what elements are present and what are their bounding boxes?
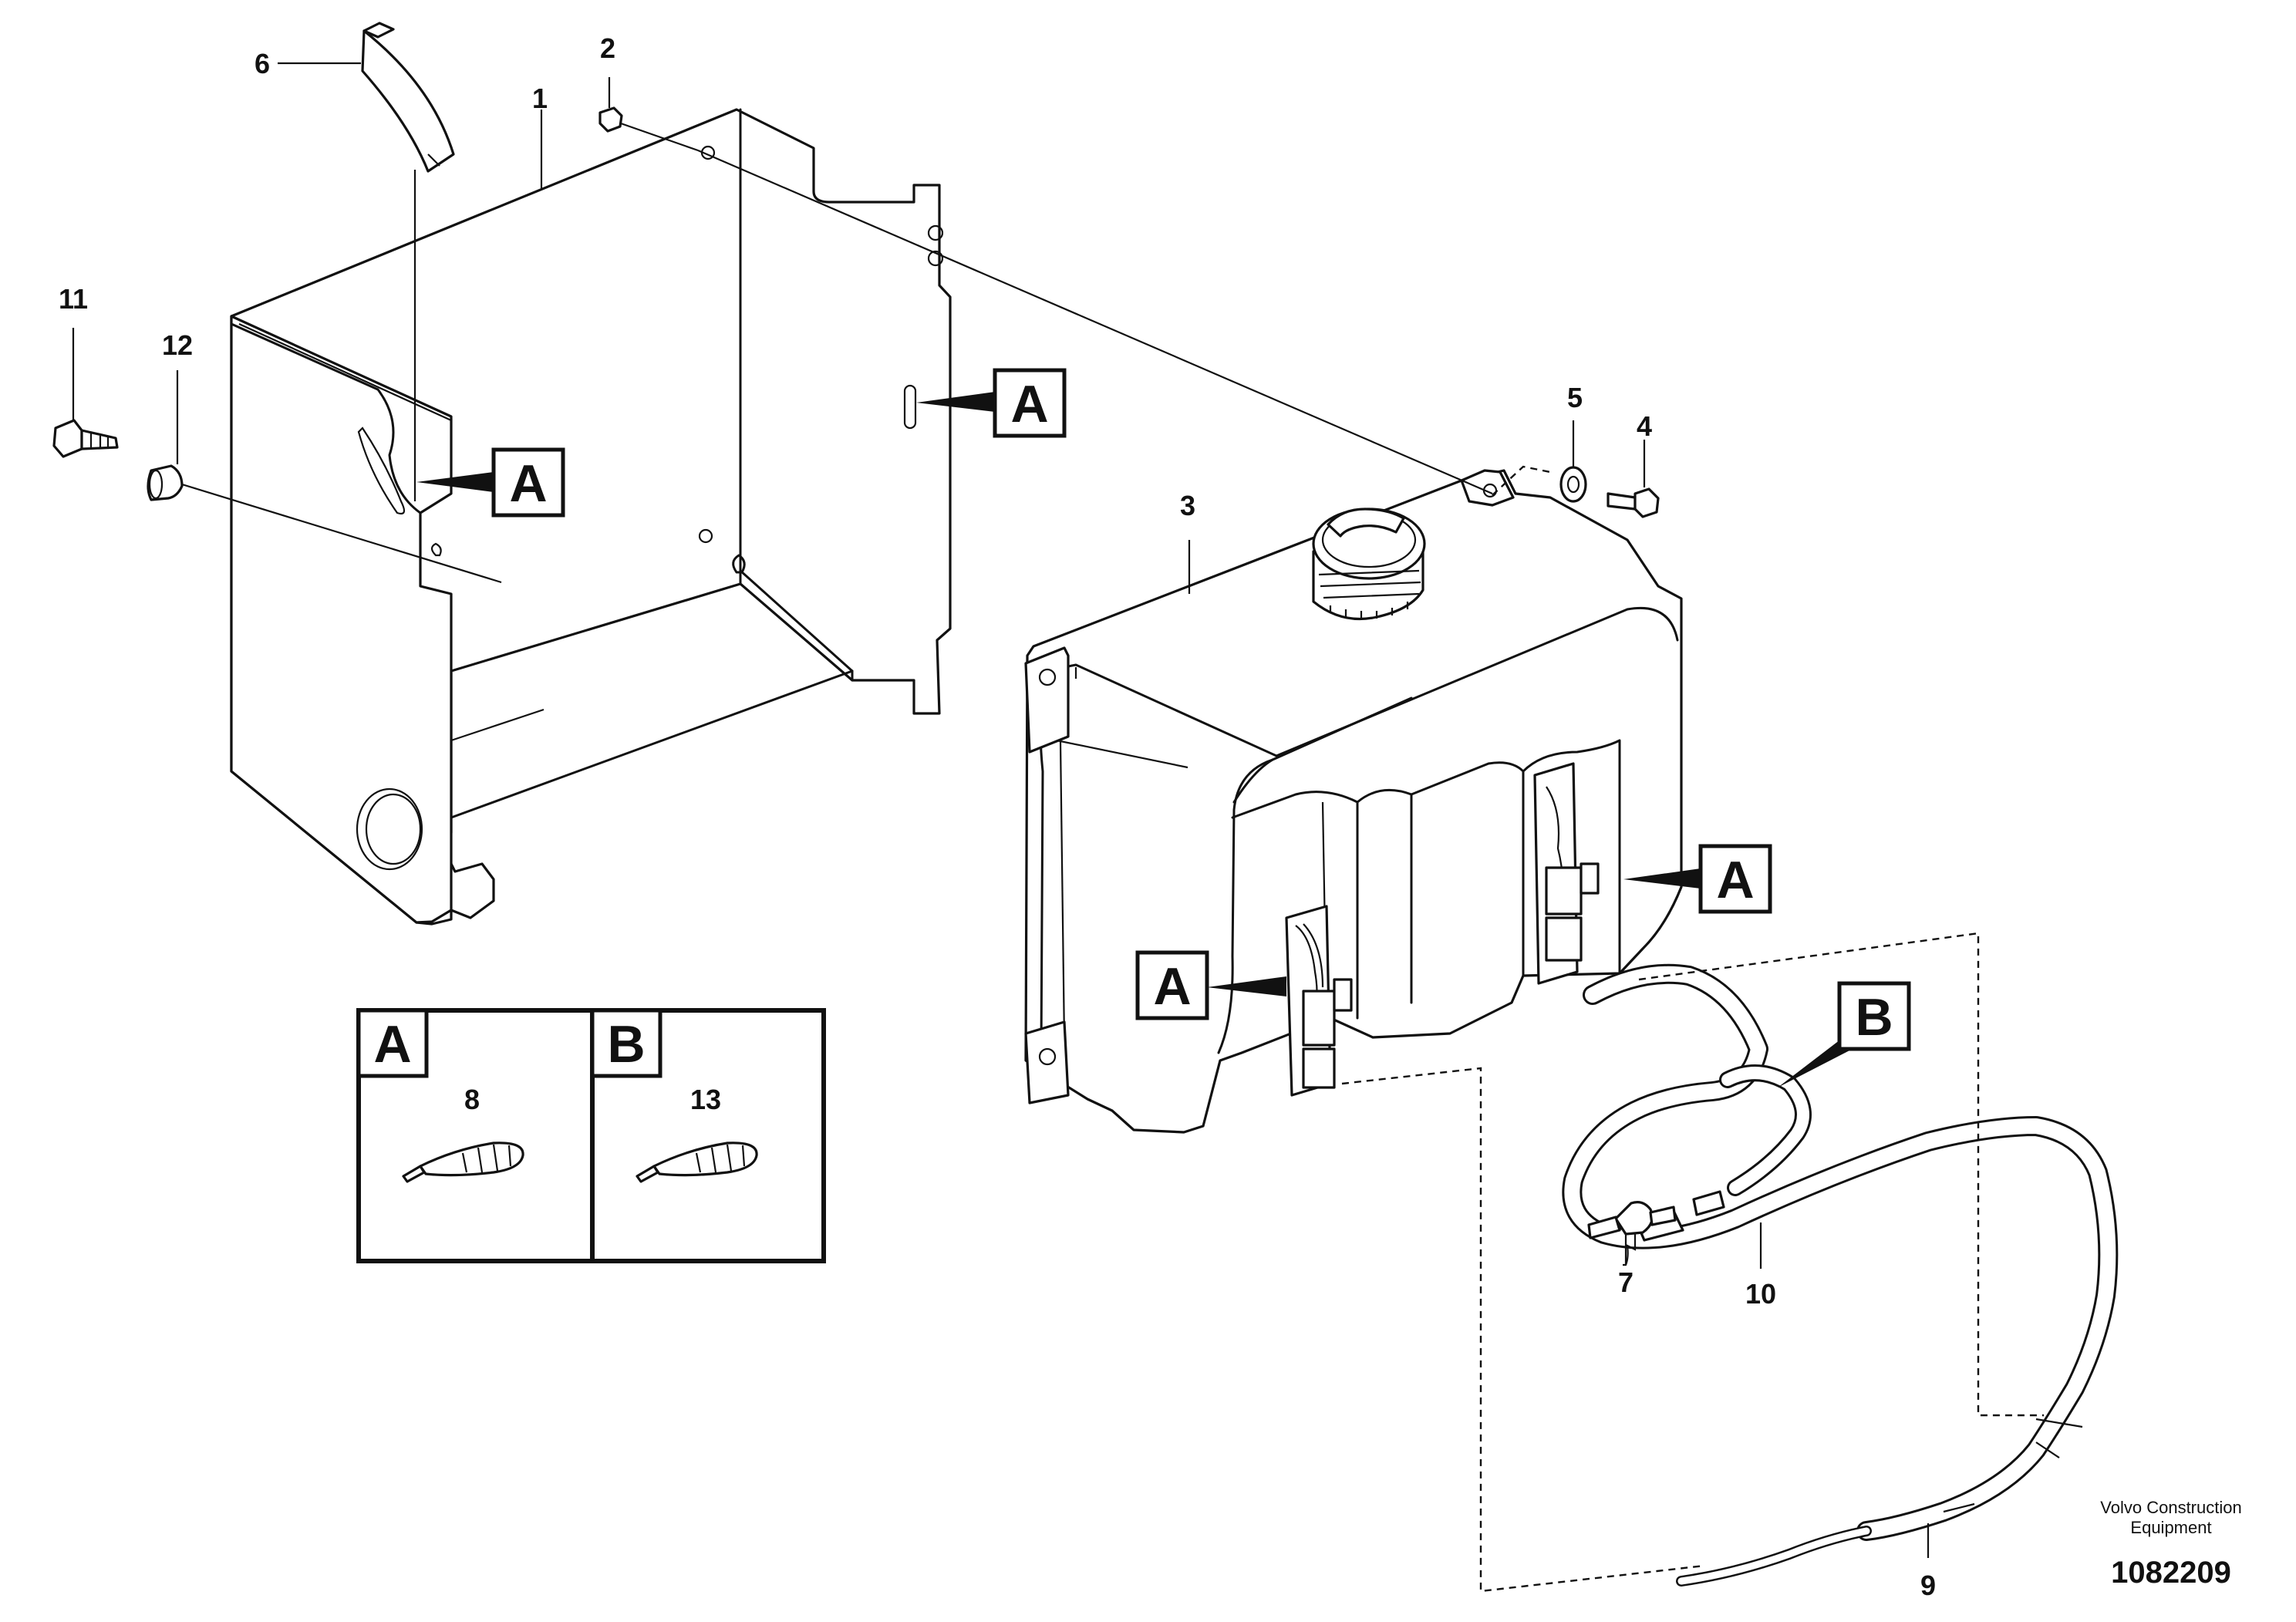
callout-9: 9: [1920, 1570, 1936, 1601]
callout-10: 10: [1745, 1278, 1776, 1310]
callout-12: 12: [162, 329, 193, 361]
legend-cell-a: A 8: [356, 1008, 524, 1183]
svg-text:13: 13: [690, 1084, 721, 1115]
pump-left: [1285, 905, 1353, 1097]
svg-text:A: A: [509, 454, 547, 513]
callout-2: 2: [600, 32, 615, 64]
svg-text:B: B: [607, 1015, 645, 1074]
svg-text:8: 8: [464, 1084, 480, 1115]
callout-numbers: 6 1 2 11 12 3 5 4 7 10 9: [59, 32, 1936, 1601]
spacer-12: [147, 464, 184, 501]
callout-5: 5: [1567, 382, 1583, 413]
company-name-line2: Equipment: [2130, 1518, 2211, 1537]
cable-tie-icon: [636, 1141, 758, 1183]
callout-11: 11: [59, 283, 88, 315]
callout-3: 3: [1180, 490, 1195, 521]
callout-7: 7: [1618, 1266, 1633, 1298]
cable-tie-icon: [402, 1141, 524, 1183]
nut-2: [598, 106, 623, 133]
svg-text:A: A: [373, 1015, 411, 1074]
detail-label-tank-a-left: A: [1135, 950, 1209, 1020]
hose-assembly: [1562, 963, 2119, 1587]
company-name-line1: Volvo Construction: [2100, 1498, 2241, 1517]
drawing-number: 1082209: [2111, 1556, 2231, 1590]
svg-text:A: A: [1716, 851, 1754, 909]
svg-text:A: A: [1153, 957, 1191, 1016]
callout-6: 6: [255, 48, 270, 79]
footer: Volvo Construction Equipment 1082209: [2100, 1498, 2241, 1590]
leader-lines: [72, 62, 1930, 1558]
detail-label-hose-b: B: [1837, 981, 1911, 1051]
pointer-arrows: [416, 392, 1853, 1088]
callout-4: 4: [1637, 410, 1652, 442]
edge-protector: [361, 22, 455, 173]
bolt-4: [1607, 487, 1660, 518]
detail-label-tank-a-right: A: [1698, 844, 1772, 914]
bolt-11: [52, 419, 119, 458]
washer-tank: [1024, 469, 1683, 1134]
dashed-connection-lines: [1341, 465, 2044, 1593]
bracket-housing: [230, 108, 952, 926]
legend-panel: A 8 B 13: [356, 1008, 826, 1263]
svg-text:A: A: [1010, 375, 1048, 433]
detail-label-bracket-a: A: [491, 447, 565, 518]
filler-cap: [1312, 508, 1426, 620]
callout-1: 1: [532, 83, 548, 114]
detail-label-bracket-a-right: A: [993, 368, 1067, 438]
connector-7: [1587, 1201, 1677, 1239]
svg-text:B: B: [1855, 988, 1893, 1047]
washer-5: [1559, 466, 1587, 503]
legend-cell-b: B 13: [590, 1008, 758, 1183]
pump-right: [1533, 762, 1600, 985]
